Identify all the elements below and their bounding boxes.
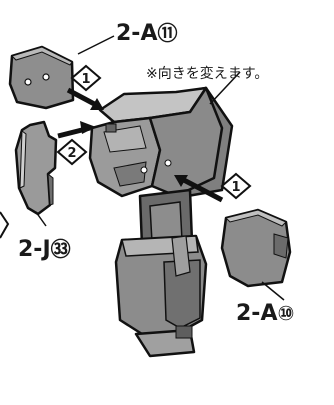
step-marker-mid: 2 (56, 138, 88, 166)
lower-assembly (114, 188, 208, 358)
label-2a-11-num: ⑪ (157, 21, 177, 45)
label-2a-11-part: 2-A (116, 21, 157, 46)
label-2j-33: 2-J㉝ (18, 237, 71, 262)
label-2a-10: 2-A⑩ (236, 301, 294, 326)
arrow-mid (57, 121, 96, 139)
leader-lines (35, 35, 285, 301)
edge-bracket (0, 211, 10, 239)
step-top-number: 1 (81, 72, 90, 87)
label-2a-11: 2-A⑪ (116, 21, 177, 46)
orientation-note: ※向きを変えます。 (146, 65, 268, 82)
step-marker-right: 1 (220, 172, 252, 200)
arrow-top (66, 87, 104, 110)
label-2a-10-num: ⑩ (277, 301, 294, 325)
head-assembly (88, 86, 234, 200)
step-right-number: 1 (231, 180, 240, 195)
part-2a-11 (8, 45, 75, 110)
label-2j-33-num: ㉝ (51, 237, 71, 261)
step-mid-number: 2 (67, 146, 76, 161)
part-2j-33 (14, 120, 58, 216)
label-2j-33-part: 2-J (18, 237, 51, 262)
label-2a-10-part: 2-A (236, 301, 277, 326)
step-marker-top: 1 (70, 64, 102, 92)
arrow-right (174, 175, 224, 203)
part-2a-10 (220, 208, 292, 288)
